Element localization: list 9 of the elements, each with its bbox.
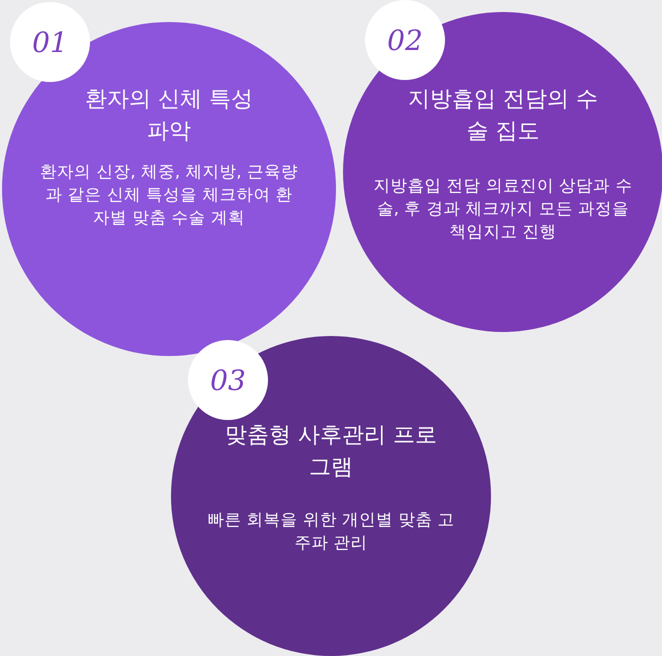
step-title: 맞춤형 사후관리 프로그램 <box>224 422 438 482</box>
step-number: 01 <box>32 26 68 58</box>
step-number: 03 <box>210 364 246 396</box>
step-description: 환자의 신장, 체중, 체지방, 근육량과 같은 신체 특성을 체크하여 환자별 맞춤 수술 계획 <box>39 161 299 229</box>
step-number: 02 <box>387 24 423 56</box>
step-description: 빠른 회복을 위한 개인별 맞춤 고주파 관리 <box>206 509 456 554</box>
step-title: 환자의 신체 특성 파악 <box>84 86 254 146</box>
step-description: 지방흡입 전담 의료진이 상담과 수술, 후 경과 체크까지 모든 과정을 책임지고 진행 <box>372 175 634 243</box>
step-title: 지방흡입 전담의 수술 집도 <box>407 86 599 146</box>
